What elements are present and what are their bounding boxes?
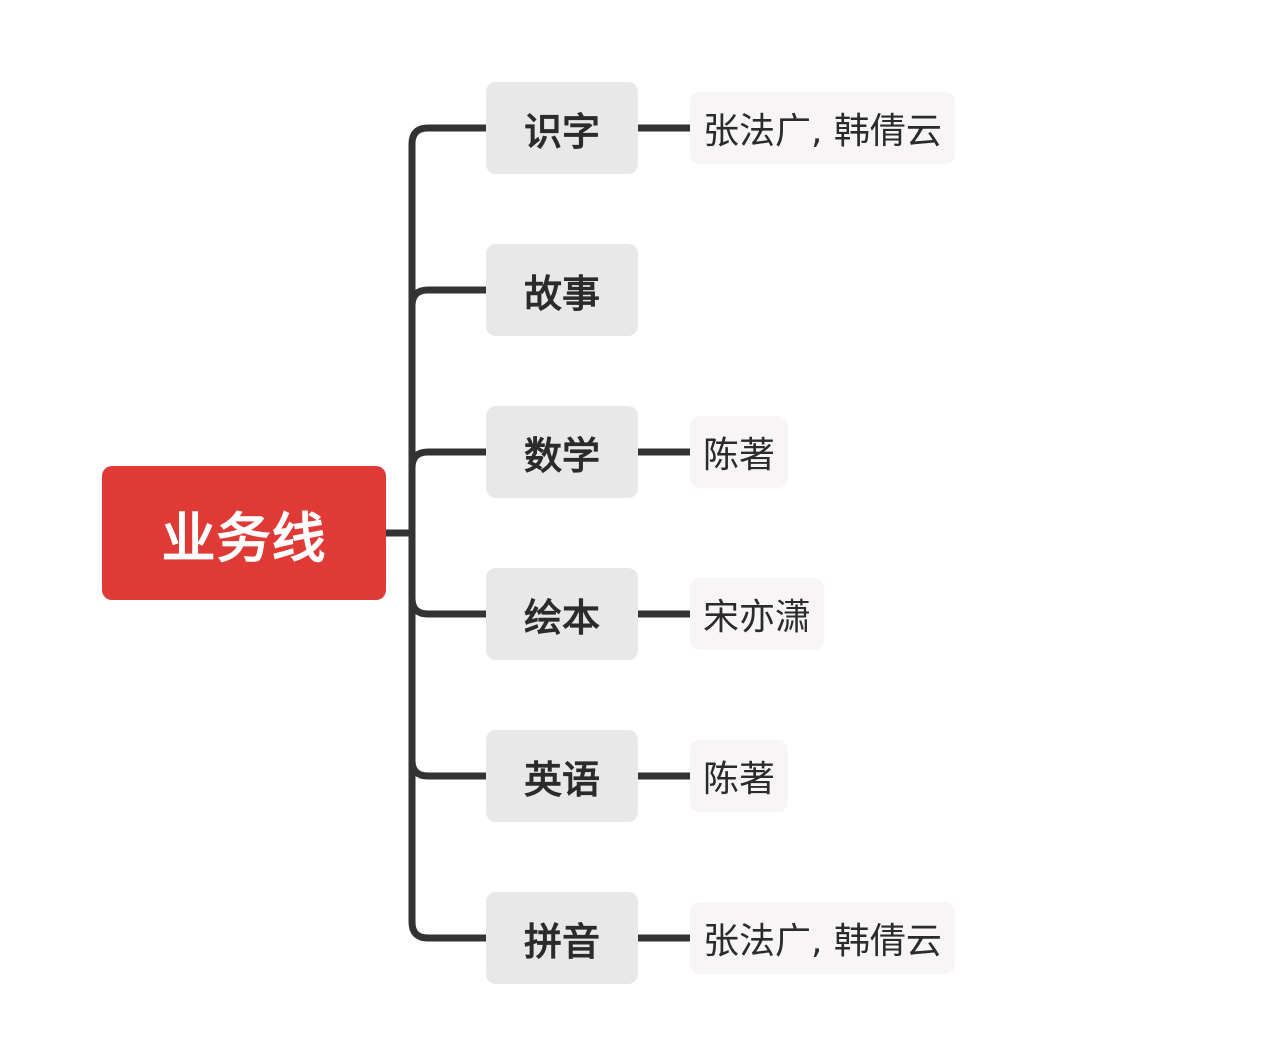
leaf-topic-pinyin-owners[interactable]: 张法广, 韩倩云 [690, 902, 955, 974]
branch-topic-pinyin[interactable]: 拼音 [486, 892, 638, 984]
branch-connector-4 [408, 597, 486, 618]
leaf-topic-shuxue-owners[interactable]: 陈著 [690, 416, 789, 488]
branch-connector-3 [408, 448, 486, 469]
branch-topic-label: 拼音 [523, 919, 600, 964]
root-topic[interactable]: 业务线 [102, 466, 386, 600]
trunk-connector [408, 124, 486, 942]
leaf-topic-shizi-owners[interactable]: 张法广, 韩倩云 [690, 92, 955, 164]
branch-topic-shizi[interactable]: 识字 [486, 82, 638, 174]
branch-topic-label: 英语 [523, 757, 600, 802]
branch-topic-gushi[interactable]: 故事 [486, 244, 638, 336]
branch-topic-shuxue[interactable]: 数学 [486, 406, 638, 498]
root-topic-label: 业务线 [161, 506, 327, 570]
branch-topic-label: 识字 [523, 109, 600, 154]
branch-topic-huiben[interactable]: 绘本 [486, 568, 638, 660]
leaf-topic-label: 宋亦潇 [703, 597, 812, 638]
branch-topic-label: 数学 [523, 433, 600, 478]
leaf-topic-label: 张法广, 韩倩云 [703, 111, 942, 152]
branch-topic-label: 绘本 [523, 595, 600, 640]
branch-topic-yingyu[interactable]: 英语 [486, 730, 638, 822]
branch-connector-5 [408, 759, 486, 780]
leaf-topic-label: 陈著 [703, 435, 776, 476]
branch-topic-label: 故事 [523, 271, 600, 316]
leaf-topic-label: 陈著 [703, 759, 776, 800]
leaf-topic-huiben-owners[interactable]: 宋亦潇 [690, 578, 825, 650]
branch-connector-2 [408, 286, 486, 307]
leaf-topic-yingyu-owners[interactable]: 陈著 [690, 740, 789, 812]
leaf-topic-label: 张法广, 韩倩云 [703, 921, 942, 962]
